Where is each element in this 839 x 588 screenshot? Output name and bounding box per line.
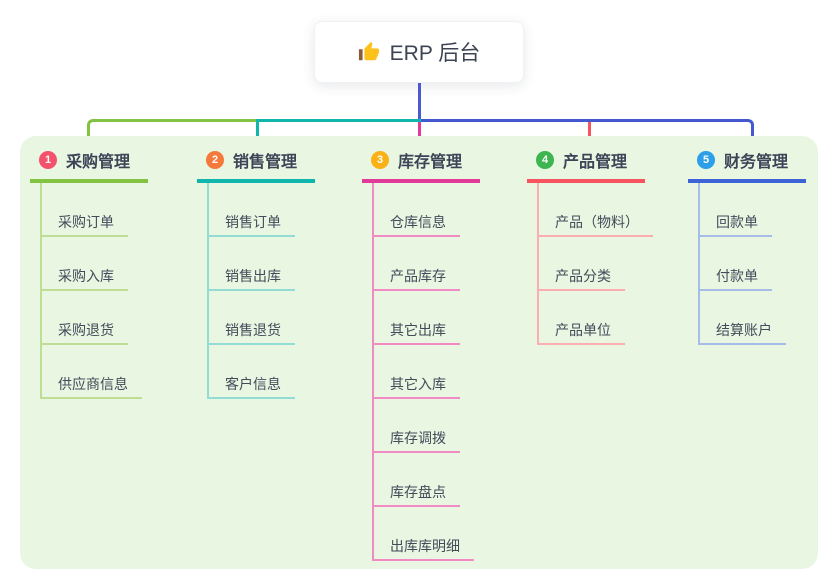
branch-number-badge: 4 bbox=[536, 151, 554, 169]
child-node[interactable]: 结算账户 bbox=[700, 291, 786, 345]
child-node[interactable]: 产品单位 bbox=[539, 291, 625, 345]
child-node[interactable]: 供应商信息 bbox=[42, 345, 142, 399]
branch-label: 销售管理 bbox=[233, 154, 298, 171]
child-node[interactable]: 采购订单 bbox=[42, 183, 128, 237]
child-node[interactable]: 客户信息 bbox=[209, 345, 295, 399]
branch-number-badge: 2 bbox=[206, 151, 224, 169]
child-node[interactable]: 销售订单 bbox=[209, 183, 295, 237]
branch-children: 销售订单销售出库销售退货客户信息 bbox=[207, 183, 357, 399]
child-node[interactable]: 库存盘点 bbox=[374, 453, 460, 507]
branch-children: 仓库信息产品库存其它出库其它入库库存调拨库存盘点出库库明细 bbox=[372, 183, 522, 561]
connector-bus-left bbox=[87, 119, 256, 148]
child-node[interactable]: 产品分类 bbox=[539, 237, 625, 291]
connector-bus-mid bbox=[256, 119, 423, 122]
branch-1: 1 采购管理采购订单采购入库采购退货供应商信息 bbox=[30, 146, 190, 399]
child-node[interactable]: 库存调拨 bbox=[374, 399, 460, 453]
branch-4: 4 产品管理产品（物料）产品分类产品单位 bbox=[527, 146, 687, 345]
branch-children: 采购订单采购入库采购退货供应商信息 bbox=[40, 183, 190, 399]
child-node[interactable]: 付款单 bbox=[700, 237, 772, 291]
branch-title[interactable]: 4 产品管理 bbox=[527, 146, 645, 183]
branch-3: 3 库存管理仓库信息产品库存其它出库其它入库库存调拨库存盘点出库库明细 bbox=[362, 146, 522, 561]
child-node[interactable]: 销售出库 bbox=[209, 237, 295, 291]
branch-number-badge: 1 bbox=[39, 151, 57, 169]
branch-number-badge: 5 bbox=[697, 151, 715, 169]
connector-drop-inventory bbox=[418, 122, 421, 148]
branch-title[interactable]: 1 采购管理 bbox=[30, 146, 148, 183]
child-node[interactable]: 其它入库 bbox=[374, 345, 460, 399]
branch-children: 产品（物料）产品分类产品单位 bbox=[537, 183, 687, 345]
child-node[interactable]: 出库库明细 bbox=[374, 507, 474, 561]
child-node[interactable]: 产品（物料） bbox=[539, 183, 653, 237]
connector-root-line bbox=[418, 83, 421, 119]
branch-label: 库存管理 bbox=[398, 154, 463, 171]
root-title: ERP 后台 bbox=[389, 42, 481, 65]
branches-panel: 1 采购管理采购订单采购入库采购退货供应商信息 2 销售管理销售订单销售出库销售退货客… bbox=[20, 136, 818, 569]
child-node[interactable]: 采购退货 bbox=[42, 291, 128, 345]
branch-title[interactable]: 3 库存管理 bbox=[362, 146, 480, 183]
child-node[interactable]: 产品库存 bbox=[374, 237, 460, 291]
connector-drop-sales bbox=[256, 119, 259, 148]
connector-drop-product bbox=[588, 122, 591, 148]
branch-label: 采购管理 bbox=[66, 154, 131, 171]
child-node[interactable]: 销售退货 bbox=[209, 291, 295, 345]
branch-title[interactable]: 5 财务管理 bbox=[688, 146, 806, 183]
child-node[interactable]: 其它出库 bbox=[374, 291, 460, 345]
branch-title[interactable]: 2 销售管理 bbox=[197, 146, 315, 183]
child-node[interactable]: 采购入库 bbox=[42, 237, 128, 291]
root-node[interactable]: ERP 后台 bbox=[314, 21, 524, 83]
branch-label: 财务管理 bbox=[724, 154, 789, 171]
branch-label: 产品管理 bbox=[563, 154, 628, 171]
branch-2: 2 销售管理销售订单销售出库销售退货客户信息 bbox=[197, 146, 357, 399]
branch-number-badge: 3 bbox=[371, 151, 389, 169]
branch-5: 5 财务管理回款单付款单结算账户 bbox=[688, 146, 839, 345]
connector-bus-right bbox=[421, 119, 754, 148]
child-node[interactable]: 回款单 bbox=[700, 183, 772, 237]
thumbs-up-icon bbox=[358, 41, 379, 61]
child-node[interactable]: 仓库信息 bbox=[374, 183, 460, 237]
branch-children: 回款单付款单结算账户 bbox=[698, 183, 839, 345]
